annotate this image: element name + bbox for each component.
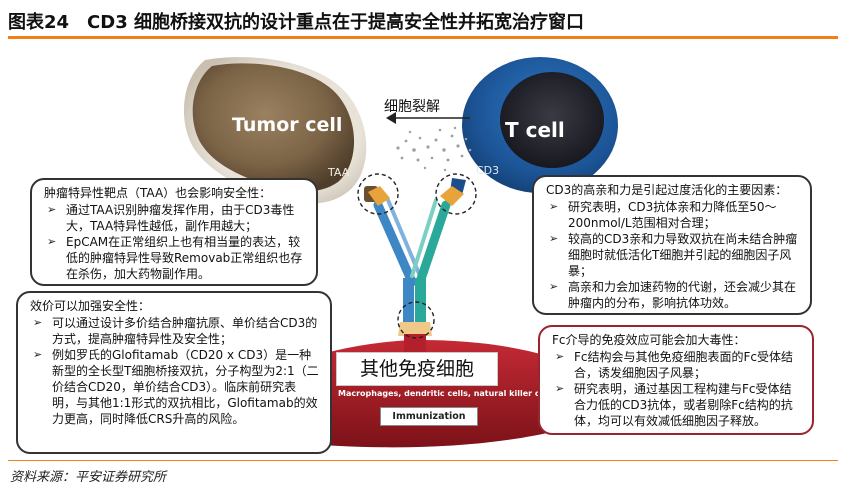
cd3-label: CD3 <box>476 164 500 177</box>
bispecific-antibody <box>368 186 464 360</box>
figure-title: 图表24 CD3 细胞桥接双抗的设计重点在于提高安全性并拓宽治疗窗口 <box>8 12 584 33</box>
tumor-cell-label: Tumor cell <box>232 114 343 136</box>
list-item: 可以通过设计多价结合肿瘤抗原、单价结合CD3的方式，提高肿瘤特异性及安全性； <box>30 315 320 347</box>
tumor-specificity-box: 肿瘤特异性靶点（TAA）也会影响安全性： 通过TAA识别肿瘤发挥作用，由于CD3… <box>30 178 318 286</box>
list-item: 较高的CD3亲和力导致双抗在尚未结合肿瘤细胞时就低活化T细胞并引起的细胞因子风暴… <box>546 231 800 279</box>
taa-highlight <box>357 173 399 215</box>
fc-highlight <box>397 301 435 339</box>
cd3-affinity-box: CD3的高亲和力是引起过度活化的主要因素： 研究表明，CD3抗体亲和力降低至50… <box>532 175 812 315</box>
title-underline <box>8 36 838 39</box>
t-cell <box>462 57 618 193</box>
title-row: 图表24 CD3 细胞桥接双抗的设计重点在于提高安全性并拓宽治疗窗口 <box>8 6 838 36</box>
lysis-particles <box>396 126 472 172</box>
list-item: EpCAM在正常组织上也有相当量的表达，较低的肿瘤特异性导致Removab正常组… <box>44 234 306 282</box>
t-cell-label: T cell <box>505 118 565 142</box>
tumor-specificity-heading: 肿瘤特异性靶点（TAA）也会影响安全性： <box>44 186 272 200</box>
source-note: 资料来源：平安证券研究所 <box>10 470 167 485</box>
cd3-affinity-list: 研究表明，CD3抗体亲和力降低至50～200nmol/L范围相对合理； 较高的C… <box>546 199 800 311</box>
lysis-arrow <box>386 112 470 124</box>
cd3-affinity-heading: CD3的高亲和力是引起过度活化的主要因素： <box>546 183 788 197</box>
list-item: 高亲和力会加速药物的代谢，还会减少其在肿瘤内的分布，影响抗体功效。 <box>546 279 800 311</box>
tumor-cell <box>183 57 367 204</box>
fc-effect-box: Fc介导的免疫效应可能会加大毒性： Fc结构会与其他免疫细胞表面的Fc受体结合，… <box>538 325 814 435</box>
list-item: 研究表明，通过基因工程构建与Fc受体结合力低的CD3抗体，或者剔除Fc结构的抗体… <box>552 381 802 429</box>
efficacy-list: 可以通过设计多价结合肿瘤抗原、单价结合CD3的方式，提高肿瘤特异性及安全性； 例… <box>30 315 320 427</box>
list-item: 例如罗氏的Glofitamab（CD20 x CD3）是一种新型的全长型T细胞桥… <box>30 347 320 427</box>
cd3-highlight <box>435 173 477 215</box>
footer-rule <box>8 460 838 461</box>
fc-effect-list: Fc结构会与其他免疫细胞表面的Fc受体结合，诱发细胞因子风暴； 研究表明，通过基… <box>552 349 802 429</box>
list-item: Fc结构会与其他免疫细胞表面的Fc受体结合，诱发细胞因子风暴； <box>552 349 802 381</box>
efficacy-heading: 效价可以加强安全性： <box>30 299 151 313</box>
immune-cells-title: 其他免疫细胞 <box>336 352 498 386</box>
efficacy-box: 效价可以加强安全性： 可以通过设计多价结合肿瘤抗原、单价结合CD3的方式，提高肿… <box>16 291 332 454</box>
immunization-label: Immunization <box>380 407 478 426</box>
list-item: 通过TAA识别肿瘤发挥作用，由于CD3毒性大，TAA特异性越低，副作用越大； <box>44 202 306 234</box>
lysis-label: 细胞裂解 <box>384 99 440 115</box>
tumor-specificity-list: 通过TAA识别肿瘤发挥作用，由于CD3毒性大，TAA特异性越低，副作用越大； E… <box>44 202 306 282</box>
immune-cells-subtitle: Macrophages, dendritic cells, natural ki… <box>338 389 556 398</box>
list-item: 研究表明，CD3抗体亲和力降低至50～200nmol/L范围相对合理； <box>546 199 800 231</box>
taa-label: TAA <box>328 166 350 179</box>
fc-effect-heading: Fc介导的免疫效应可能会加大毒性： <box>552 333 746 347</box>
